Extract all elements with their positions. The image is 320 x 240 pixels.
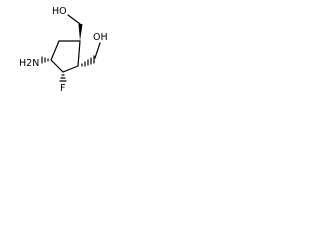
ring-bond-upper-left bbox=[50, 40, 60, 61]
hashed-bond-fluoro bbox=[59, 74, 67, 82]
molecule-structure: HO OH H2N F bbox=[19, 6, 108, 94]
hashed-bond-amine bbox=[41, 56, 49, 64]
ring-bond-lower-right bbox=[62, 65, 79, 73]
ring-bond-right bbox=[77, 40, 81, 67]
label-fluoro: F bbox=[60, 83, 65, 94]
label-amine: H2N bbox=[19, 58, 39, 69]
bond-ch2-oh-upper bbox=[67, 14, 81, 25]
hashed-bond-right bbox=[81, 55, 95, 67]
ring-bond-left bbox=[50, 59, 64, 73]
wedge-bond-upper bbox=[78, 24, 83, 41]
label-oh-right: OH bbox=[93, 32, 108, 43]
label-oh-top: HO bbox=[52, 6, 67, 17]
bond-ch2-oh-right bbox=[94, 42, 101, 59]
